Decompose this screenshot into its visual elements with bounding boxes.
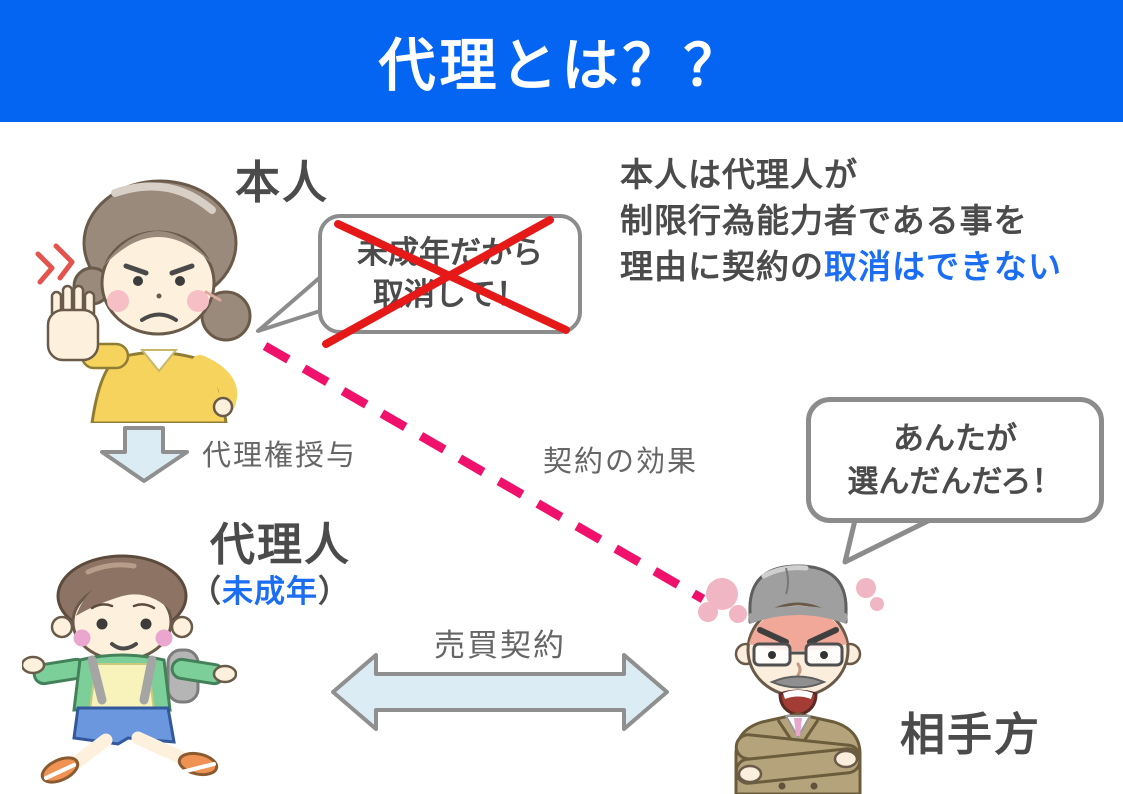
principal-bubble-line1: 未成年だから [357,235,543,270]
explanation-line3: 理由に契約の取消はできない [620,244,1100,290]
stop-hand-icon [46,284,100,362]
principal-speech-bubble: 未成年だから 取消して！ [318,214,582,334]
explanation-line3-prefix: 理由に契約の [620,248,824,285]
agent-illustration [22,554,237,784]
contract-double-arrow-icon [331,653,669,731]
page-title: 代理とは？？ [378,34,745,98]
counterparty-bubble-line2: 選んだんだろ！ [847,464,1063,499]
effect-label: 契約の効果 [543,446,699,478]
principal-label: 本人 [235,157,330,208]
grant-arrow-icon [100,426,189,483]
grant-label: 代理権授与 [202,440,358,472]
counterparty-label: 相手方 [900,709,1042,760]
explanation-line1: 本人は代理人が [620,156,858,193]
principal-bubble-line2: 取消して！ [372,277,528,312]
annoyance-mark-icon [35,243,75,285]
explanation-line2: 制限行為能力者である事を [620,202,1028,239]
counterparty-bubble-tail [842,513,933,565]
principal-illustration [35,179,252,423]
steam-puff-icon [698,578,884,623]
explanation-line3-highlight: 取消はできない [824,248,1062,285]
counterparty-speech-bubble: あんたが 選んだんだろ！ [806,397,1104,523]
counterparty-illustration [698,564,884,794]
paren-close: ） [318,574,350,609]
explanation-text: 本人は代理人が 制限行為能力者である事を 理由に契約の取消はできない [620,152,1100,290]
counterparty-bubble-line1: あんたが [893,421,1017,456]
header-bar: 代理とは？？ [0,0,1123,122]
paren-open: （ [190,574,222,609]
contract-label: 売買契約 [434,628,566,663]
